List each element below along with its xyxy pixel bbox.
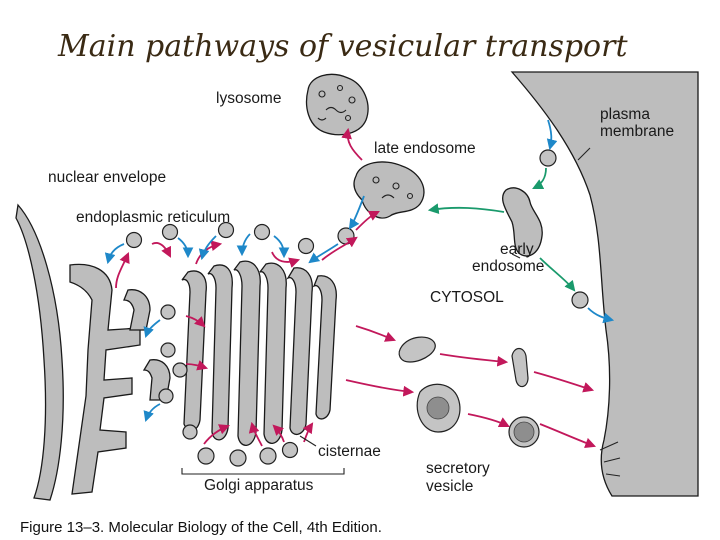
label-early-endosome-line1: early bbox=[500, 241, 534, 258]
label-lysosome: lysosome bbox=[216, 90, 281, 107]
lysosome-contents bbox=[317, 84, 356, 122]
label-golgi-apparatus: Golgi apparatus bbox=[204, 477, 314, 494]
nuclear-envelope bbox=[15, 203, 64, 501]
figure-caption: Figure 13–3. Molecular Biology of the Ce… bbox=[20, 519, 382, 536]
label-leader-lines bbox=[181, 147, 591, 475]
label-nuclear-envelope: nuclear envelope bbox=[48, 169, 166, 186]
plasma-membrane bbox=[510, 71, 699, 497]
label-early-endosome-line2: endosome bbox=[472, 258, 544, 275]
diagram-title: Main pathways of vesicular transport bbox=[57, 29, 628, 64]
label-secretory-vesicle-line2: vesicle bbox=[426, 478, 473, 495]
label-endoplasmic-reticulum: endoplasmic reticulum bbox=[76, 209, 230, 226]
secretory-vesicles bbox=[416, 383, 540, 448]
early-endosome bbox=[502, 187, 543, 257]
late-endosome bbox=[353, 161, 425, 219]
retrieval-pathway-arrows bbox=[104, 119, 615, 423]
exocytic-pathway-arrows bbox=[115, 127, 597, 449]
late-endosome-contents bbox=[372, 176, 414, 200]
label-cytosol: CYTOSOL bbox=[430, 289, 504, 306]
endocytic-pathway-arrows bbox=[427, 167, 576, 292]
label-secretory-vesicle-line1: secretory bbox=[426, 460, 490, 477]
transport-vesicles bbox=[125, 149, 589, 467]
plasma-membrane-invagination-marks bbox=[599, 441, 621, 477]
endoplasmic-reticulum bbox=[69, 263, 171, 495]
golgi-stack bbox=[181, 260, 337, 446]
label-late-endosome: late endosome bbox=[374, 140, 476, 157]
lysosome bbox=[305, 73, 369, 136]
label-plasma-membrane-line2: membrane bbox=[600, 123, 674, 140]
label-cisternae: cisternae bbox=[318, 443, 381, 460]
label-plasma-membrane-line1: plasma bbox=[600, 106, 650, 123]
